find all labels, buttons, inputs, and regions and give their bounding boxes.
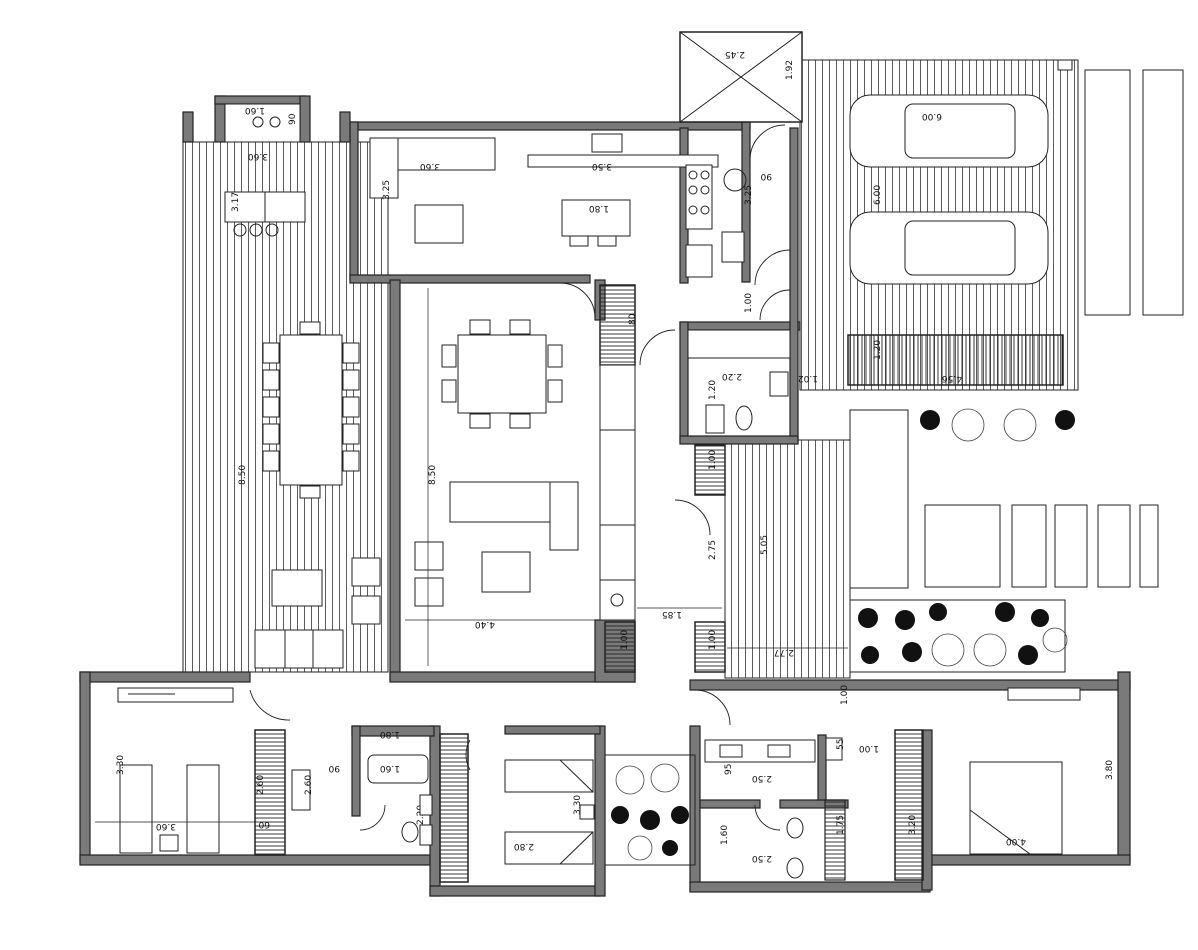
dim-bed1-corridor: 90: [328, 763, 340, 773]
dim-master-closet: 3.20: [908, 815, 918, 835]
dim-hall-gap: 1.00: [744, 293, 754, 313]
dim-shelf-height: 80: [628, 313, 638, 325]
dim-deck-length: 8.50: [238, 465, 248, 485]
car-1: [849, 94, 1049, 168]
dim-bedroom-gap: 1.00: [840, 685, 850, 705]
dim-bath2-step: 55: [836, 739, 846, 750]
dim-garage-depth: 6.00: [873, 185, 883, 205]
patio-garden: [604, 754, 696, 866]
car-2: [849, 211, 1049, 285]
dim-closet-b: 1.00: [708, 630, 718, 650]
garage: 6.00 6.00 1.20 4.56: [847, 59, 1184, 386]
dim-powder-width: 2.20: [722, 371, 742, 381]
dim-bed1-closet-c: 60: [258, 819, 270, 829]
dim-kitchen-sofa: 3.60: [420, 161, 440, 171]
dim-terrace-height: 1.92: [785, 60, 795, 80]
dim-bath1-width: 1.60: [380, 763, 400, 773]
dim-powder-height: 1.20: [708, 380, 718, 400]
dim-bed1-width: 3.60: [156, 821, 176, 831]
dim-closet-c: 1.00: [620, 630, 630, 650]
plant-group-bottom: [858, 602, 1068, 667]
bedroom-1: 3.60 3.30 2.60 60 2.60 90 1.00: [95, 685, 850, 856]
dim-kitchen-island: 1.80: [589, 203, 609, 213]
dim-storage-height: 1.20: [873, 340, 883, 360]
dim-bath2-wc: 1.75: [836, 815, 846, 835]
dim-bath2-vanity: 2.50: [752, 773, 772, 783]
dim-kitchen-counter: 3.50: [592, 161, 612, 171]
kitchen: 3.60 3.50 3.25 1.80 3.25 90: [369, 133, 772, 278]
dim-corridor-width: 1.85: [662, 609, 682, 619]
bath-1: 1.80 1.60 2.20: [351, 725, 435, 846]
dim-corridor-length: 2.75: [708, 540, 718, 560]
dim-bed1-height: 3.30: [116, 755, 126, 775]
doors: [249, 124, 791, 831]
dim-storage-width: 4.56: [942, 373, 962, 383]
dim-garage-width: 6.00: [922, 111, 942, 121]
master-bedroom: 1.00 3.20 4.00 3.80: [859, 687, 1115, 881]
dim-top-bath-depth: 90: [288, 113, 298, 125]
top-bath: 1.60 90 3.60: [224, 103, 301, 161]
bedroom-2: 3.30 2.80: [439, 725, 601, 883]
dim-living-width: 4.40: [475, 619, 495, 629]
dim-deck-bar: 3.17: [231, 192, 241, 212]
top-terrace: 2.45 1.92: [679, 31, 803, 123]
dim-bath2-width: 2.50: [752, 853, 772, 863]
dim-top-bath-width: 1.60: [245, 105, 265, 115]
dim-bed2-width: 2.80: [514, 841, 534, 851]
dim-bed1-closet: 2.60: [256, 775, 266, 795]
garden: [849, 408, 1159, 673]
dim-bath2-height: 1.60: [720, 825, 730, 845]
dim-pantry: 90: [760, 171, 772, 181]
service-block: 1.00 2.20 1.20 1.02 1.00 2.75 1.85 1.00 …: [604, 293, 848, 673]
living-room: 8.50 4.40 80: [405, 284, 638, 666]
dim-bath1-depth: 1.80: [380, 729, 400, 739]
deck-furniture: 3.17 8.50: [224, 191, 381, 669]
dim-right-deck-width: 2.77: [774, 647, 794, 657]
right-deck: [724, 439, 851, 679]
dim-master-height: 3.80: [1105, 760, 1115, 780]
dim-bed2-height: 3.30: [573, 795, 583, 815]
dim-right-deck-length: 5.05: [760, 535, 770, 555]
plant-group-top: [920, 408, 1075, 442]
dim-terrace-width: 2.45: [725, 49, 745, 59]
dim-deck-left-width: 3.60: [248, 151, 268, 161]
dim-kitchen-height: 3.25: [382, 180, 392, 200]
dim-living-length: 8.50: [428, 465, 438, 485]
dim-kitchen-right-height: 3.25: [744, 185, 754, 205]
dim-master-gap: 1.00: [859, 743, 879, 753]
dim-bath2-gap: 95: [724, 764, 734, 775]
dim-patio-offset: 1.02: [798, 373, 818, 383]
dim-closet-a: 1.00: [708, 450, 718, 470]
bath-2: 2.50 95 1.60 2.50 1.75 55: [699, 734, 849, 881]
dim-master-width: 4.00: [1006, 836, 1026, 846]
dim-bed1-closet-b: 2.60: [304, 775, 314, 795]
